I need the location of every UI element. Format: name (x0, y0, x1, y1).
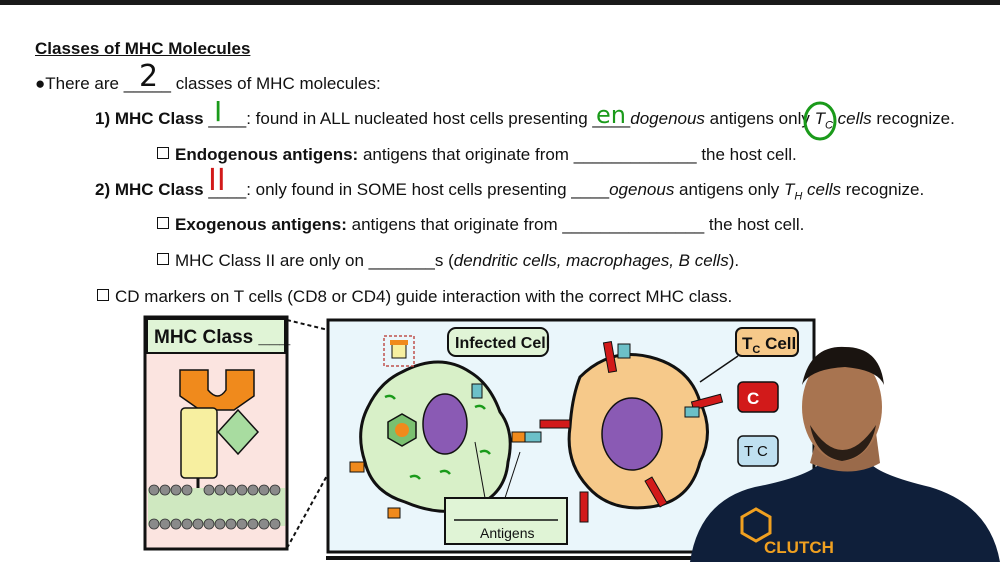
tc-main: T (814, 109, 825, 128)
line3-text-b: antigens only (674, 180, 784, 199)
t-cell-nucleus (601, 397, 663, 471)
tc-cell-label-box (735, 327, 799, 357)
th-main: T (783, 180, 795, 199)
mhc-molecule-top (179, 369, 255, 411)
viral-genome-icon (395, 423, 409, 437)
mhc-class-1-line: 1) MHC Class ____: found in ALL nucleate… (95, 109, 955, 135)
line2-bold: Endogenous antigens: (175, 145, 359, 164)
blank: ____ (208, 180, 247, 199)
green-circle-annotation (803, 101, 837, 141)
t-label-box (737, 435, 779, 467)
mhc-box-title: MHC Class ___ (154, 327, 291, 348)
checkbox-icon (97, 289, 109, 301)
tc-sub: C (824, 119, 833, 132)
presenter-webcam: CLUTCH (690, 346, 1000, 562)
cd-coreceptors (524, 343, 700, 443)
infected-cell-label: Infected Cell (455, 335, 550, 352)
intro-prefix: ●There are (35, 74, 124, 93)
mhc-class-2-line: 2) MHC Class ____: only found in SOME ho… (95, 180, 924, 206)
clutch-logo-text: CLUTCH (764, 538, 834, 557)
membrane-bilayer (148, 484, 285, 530)
presenter-shirt (690, 463, 1000, 562)
handwritten-II: II (208, 163, 226, 198)
antigens-label-box (444, 497, 568, 545)
line1-text-c: recognize. (871, 109, 955, 128)
tc-cell-main: T (742, 334, 753, 353)
mhc-class-2-label: 2) MHC Class (95, 180, 209, 199)
intro-bullet: ●There are _____ classes of MHC molecule… (35, 74, 381, 94)
handwritten-en: en (596, 101, 626, 129)
beta-microglobulin (216, 408, 260, 456)
line3-text-c: recognize. (841, 180, 925, 199)
organelles (384, 394, 491, 480)
exogenous-line: Exogenous antigens: antigens that origin… (157, 215, 804, 235)
infected-cell-label-box (447, 327, 549, 357)
mhc-box-header (146, 318, 286, 354)
page-title: Classes of MHC Molecules (35, 39, 251, 58)
handwritten-I: I (214, 95, 223, 128)
cd-label-partial: C (747, 389, 759, 408)
checkbox-icon (157, 253, 169, 265)
class-ii-location-line: MHC Class II are only on _______s (dendr… (157, 251, 739, 271)
line3-text-a: : only found in SOME host cells presenti… (246, 180, 610, 199)
presenter-hair (802, 346, 884, 385)
checkbox-icon (157, 217, 169, 229)
presenter-face (802, 353, 882, 461)
intro-suffix: classes of MHC molecules: (170, 74, 381, 93)
line1-italic: dogenous (630, 109, 705, 128)
antigens-label: Antigens (480, 525, 534, 541)
clutch-logo-icon (740, 507, 772, 543)
handwritten-2: 2 (139, 59, 159, 94)
t-label-partial: T C (744, 443, 768, 460)
tc-cell-pointer (699, 355, 739, 383)
panel-baseline (326, 556, 816, 560)
intro-blank: _____ (123, 74, 171, 93)
line2-text: antigens that originate from ___________… (358, 145, 797, 164)
line4-bold: Exogenous antigens: (175, 215, 347, 234)
tcr-receptors (539, 340, 724, 523)
line3-cells: cells (802, 180, 842, 199)
line4-text: antigens that originate from ___________… (346, 215, 805, 234)
tc-cell-suffix: Cell (760, 334, 796, 353)
line3-italic: ogenous (609, 180, 675, 199)
infected-cell-nucleus (422, 393, 468, 455)
th-sub: H (794, 190, 803, 203)
mhc-class-1-label: 1) MHC Class (95, 109, 209, 128)
mhc-surface-markers (349, 335, 529, 519)
line5-text-b: ). (728, 251, 740, 270)
tc-cell-label: TC Cell (742, 334, 796, 356)
endogenous-line: Endogenous antigens: antigens that origi… (157, 145, 797, 165)
mhc-alpha-chain (180, 407, 218, 479)
antigens-pointer (474, 441, 486, 499)
line6-text: CD markers on T cells (CD8 or CD4) guide… (115, 287, 733, 306)
line1-text-a: : found in ALL nucleated host cells pres… (246, 109, 593, 128)
cd-label-box (737, 381, 779, 413)
line5-text-a: MHC Class II are only on _______s ( (175, 251, 454, 270)
blank: ____ (208, 109, 247, 128)
top-bar (0, 0, 1000, 5)
presenter-beard (810, 425, 876, 461)
antigens-pointer (504, 451, 521, 499)
checkbox-icon (157, 147, 169, 159)
tc-cell-sub: C (752, 344, 760, 356)
line1-text-b: antigens only (704, 109, 815, 128)
cd-markers-line: CD markers on T cells (CD8 or CD4) guide… (97, 287, 732, 307)
line5-italic: dendritic cells, macrophages, B cells (453, 251, 729, 270)
blank: ____ (592, 109, 631, 128)
line1-cells: cells (832, 109, 872, 128)
